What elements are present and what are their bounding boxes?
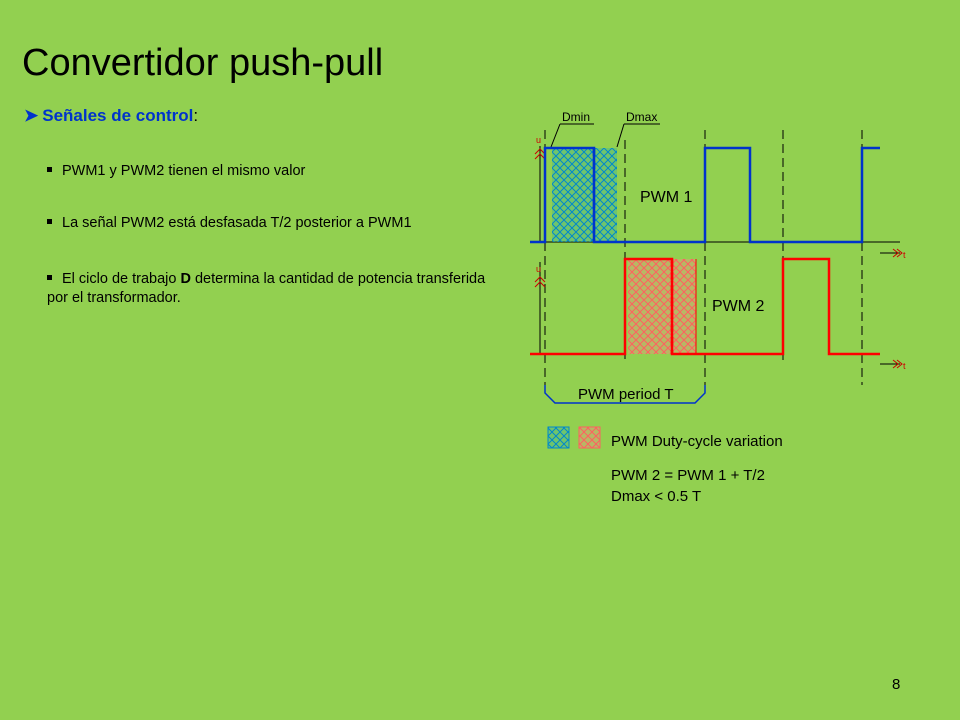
bullet-text-post: determina la cantidad de potencia transf… (47, 271, 486, 306)
v-axis-arrow-icon (534, 148, 546, 160)
bullet-text-bold: D (180, 271, 191, 287)
dmin-leader (550, 123, 561, 148)
bullet-item-2: La señal PWM2 está desfasada T/2 posteri… (47, 214, 487, 233)
t-axis-arrow-icon (892, 248, 903, 258)
square-bullet-icon (47, 274, 52, 280)
arrow-bullet-icon: ➤ (24, 106, 39, 125)
square-bullet-icon (47, 218, 52, 224)
bullet-text-pre: El ciclo de trabajo (62, 271, 181, 287)
dmin-label: Dmin (562, 110, 590, 124)
pwm2-waveform (530, 257, 880, 356)
bullet-text: La señal PWM2 está desfasada T/2 posteri… (62, 215, 412, 231)
section-heading: ➤Señales de control: (24, 106, 198, 126)
dmax-leader (616, 123, 625, 148)
bullet-item-1: PWM1 y PWM2 tienen el mismo valor (47, 162, 487, 181)
pwm1-t-axis-label: t (903, 250, 906, 260)
legend-swatch-pwm2 (578, 426, 601, 449)
period-label: PWM period T (578, 386, 674, 403)
equation-phase-shift: PWM 2 = PWM 1 + T/2 (611, 467, 765, 484)
legend-label: PWM Duty-cycle variation (611, 433, 783, 450)
bullet-item-3: El ciclo de trabajo D determina la canti… (47, 270, 487, 308)
pwm2-label: PWM 2 (712, 298, 765, 315)
pwm1-duty-variation (552, 148, 617, 242)
pwm2-t-axis-label: t (903, 361, 906, 371)
v-axis-arrow-icon (534, 276, 546, 288)
heading-text: Señales de control (42, 106, 194, 125)
dmax-label: Dmax (626, 110, 657, 124)
pwm2-v-axis-label: u (536, 264, 541, 274)
period-brace (544, 385, 706, 404)
t-axis-arrow-icon (892, 359, 903, 369)
pwm1-v-axis-label: u (536, 135, 541, 145)
pwm2-duty-variation (628, 259, 696, 354)
bullet-text: PWM1 y PWM2 tienen el mismo valor (62, 163, 306, 179)
heading-colon: : (193, 106, 199, 125)
square-bullet-icon (47, 166, 52, 172)
pwm1-waveform (530, 146, 880, 244)
page-title: Convertidor push-pull (22, 42, 384, 84)
page-number: 8 (892, 676, 901, 693)
equation-dmax: Dmax < 0.5 T (611, 488, 701, 505)
pwm1-label: PWM 1 (640, 189, 693, 206)
legend-swatch-pwm1 (547, 426, 570, 449)
